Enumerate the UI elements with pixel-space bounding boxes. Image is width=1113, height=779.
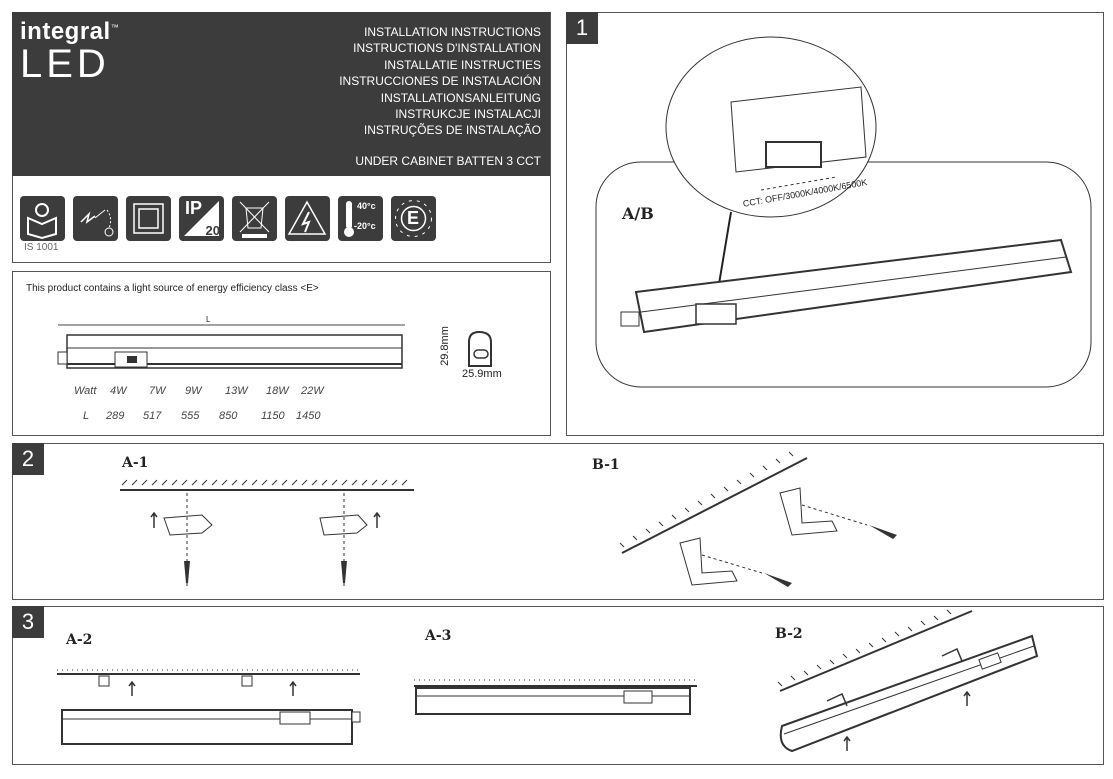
- title-fr: INSTRUCTIONS D'INSTALLATION: [353, 41, 541, 56]
- watt-value: 4W: [110, 385, 127, 397]
- length-value: 289: [106, 410, 125, 422]
- step1-drawing: [595, 36, 1092, 388]
- energy-note: This product contains a light source of …: [26, 283, 319, 294]
- trademark: ™: [110, 23, 120, 32]
- title-pt: INSTRUÇÕES DE INSTALAÇÃO: [363, 123, 541, 138]
- title-es: INSTRUCCIONES DE INSTALACIÓN: [339, 74, 541, 89]
- length-value: 850: [219, 410, 238, 422]
- step-number: 2: [12, 443, 44, 475]
- watt-value: 22W: [301, 385, 324, 397]
- temp-min: -20°c: [354, 221, 376, 231]
- energy-letter: E: [407, 208, 420, 228]
- ab-label: A/B: [622, 204, 654, 223]
- temp-max: 40°c: [357, 201, 376, 211]
- class-ii-icon: [126, 196, 171, 241]
- logo-text: integral: [20, 18, 111, 45]
- length-label: L: [206, 315, 211, 324]
- b2-label: B-2: [775, 626, 803, 642]
- profile-width: 25.9mm: [462, 368, 502, 380]
- ip-rating: 20: [205, 223, 220, 238]
- a3-label: A-3: [425, 628, 452, 644]
- title-en: INSTALLATION INSTRUCTIONS: [364, 25, 541, 39]
- l-label: L: [83, 410, 90, 422]
- step2-drawing: [120, 451, 897, 588]
- watt-label: Watt: [74, 385, 97, 397]
- step-number: 3: [12, 606, 44, 638]
- b1-label: B-1: [592, 457, 620, 473]
- watt-value: 13W: [225, 385, 248, 397]
- length-value: 555: [181, 410, 200, 422]
- brand-led: LED: [20, 42, 110, 86]
- high-voltage-icon: [285, 196, 330, 241]
- brand-logo: integral™: [20, 18, 119, 46]
- profile-height: 29.8mm: [438, 326, 451, 366]
- ip-text: IP: [185, 198, 203, 218]
- weee-bin-icon: [232, 196, 277, 241]
- temperature-icon: 40°c -20°c: [338, 196, 383, 241]
- product-name: UNDER CABINET BATTEN 3 CCT: [355, 154, 541, 168]
- title-pl: INSTRUKCJE INSTALACJI: [395, 107, 541, 122]
- watt-value: 18W: [266, 385, 289, 397]
- is-code: IS 1001: [24, 242, 59, 253]
- title-de: INSTALLATIONSANLEITUNG: [380, 90, 541, 105]
- batten-side-drawing: [57, 324, 405, 369]
- length-value: 517: [143, 410, 162, 422]
- step-number: 1: [566, 12, 598, 44]
- length-value: 1150: [261, 410, 285, 422]
- watt-value: 7W: [149, 385, 166, 397]
- length-value: 1450: [296, 410, 321, 422]
- read-manual-icon: [20, 196, 65, 241]
- step3-drawing: [57, 609, 1039, 753]
- dimmer-warning-icon: [73, 196, 118, 241]
- instruction-titles: INSTALLATION INSTRUCTIONS INSTRUCTIONS D…: [339, 24, 541, 139]
- a2-label: A-2: [66, 632, 93, 648]
- energy-class-icon: E: [391, 196, 436, 241]
- a1-label: A-1: [122, 455, 149, 471]
- title-nl: INSTALLATIE INSTRUCTIES: [384, 57, 541, 72]
- header-banner: integral™ LED INSTALLATION INSTRUCTIONS …: [12, 12, 550, 176]
- watt-value: 9W: [185, 385, 202, 397]
- batten-profile-drawing: [468, 330, 492, 367]
